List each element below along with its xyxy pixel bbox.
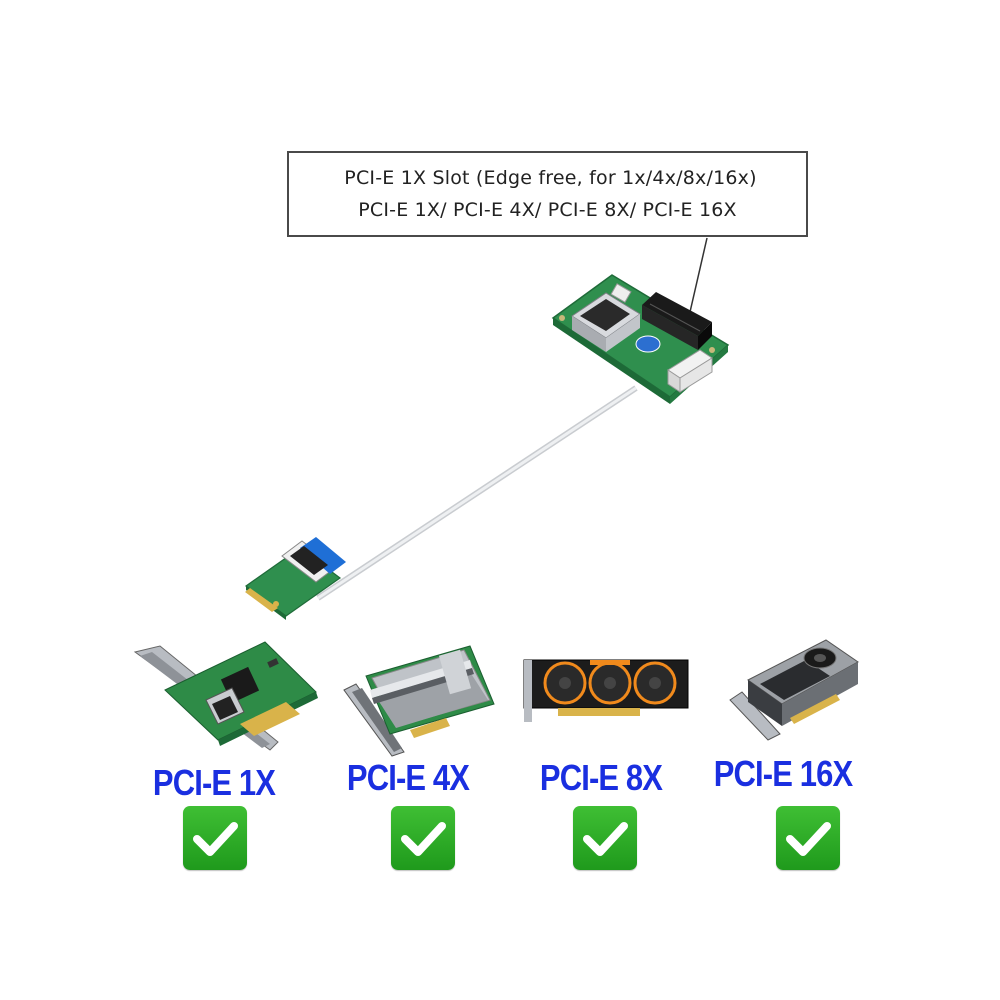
card-label-pcie-8x: PCI-E 8X [539,757,663,798]
ribbon-cable [316,385,638,601]
callout-line-2: PCI-E 1X/ PCI-E 4X/ PCI-E 8X/ PCI-E 16X [358,199,737,221]
card-label-pcie-4x: PCI-E 4X [346,757,470,798]
callout-line-1: PCI-E 1X Slot (Edge free, for 1x/4x/8x/1… [344,167,757,189]
gold-fingers [245,588,278,612]
card-label-pcie-16x: PCI-E 16X [713,753,853,794]
pcie-4x-card-image [343,645,495,757]
callout-box: PCI-E 1X Slot (Edge free, for 1x/4x/8x/1… [287,151,808,237]
checkmark-icon [776,806,840,870]
checkmark-icon [573,806,637,870]
fan-1 [543,661,587,705]
card-label-pcie-1x: PCI-E 1X [152,762,276,803]
usb-port [571,292,641,352]
checkmark-icon [183,806,247,870]
fan-3 [633,661,677,705]
brand-sticker [635,335,661,353]
pcie-1x-slot [642,292,712,350]
fan-2 [588,661,632,705]
pcie-16x-card-image [729,639,859,741]
checkmark-icon [391,806,455,870]
rj45-port [205,687,245,725]
callout-pointer [689,237,708,313]
pcie-8x-card-image [523,659,689,722]
pcie-1x-card-image [133,641,318,751]
power-connector [667,349,713,393]
blower-fan [803,647,837,669]
riser-board [551,274,730,404]
m2-adapter [244,537,346,620]
